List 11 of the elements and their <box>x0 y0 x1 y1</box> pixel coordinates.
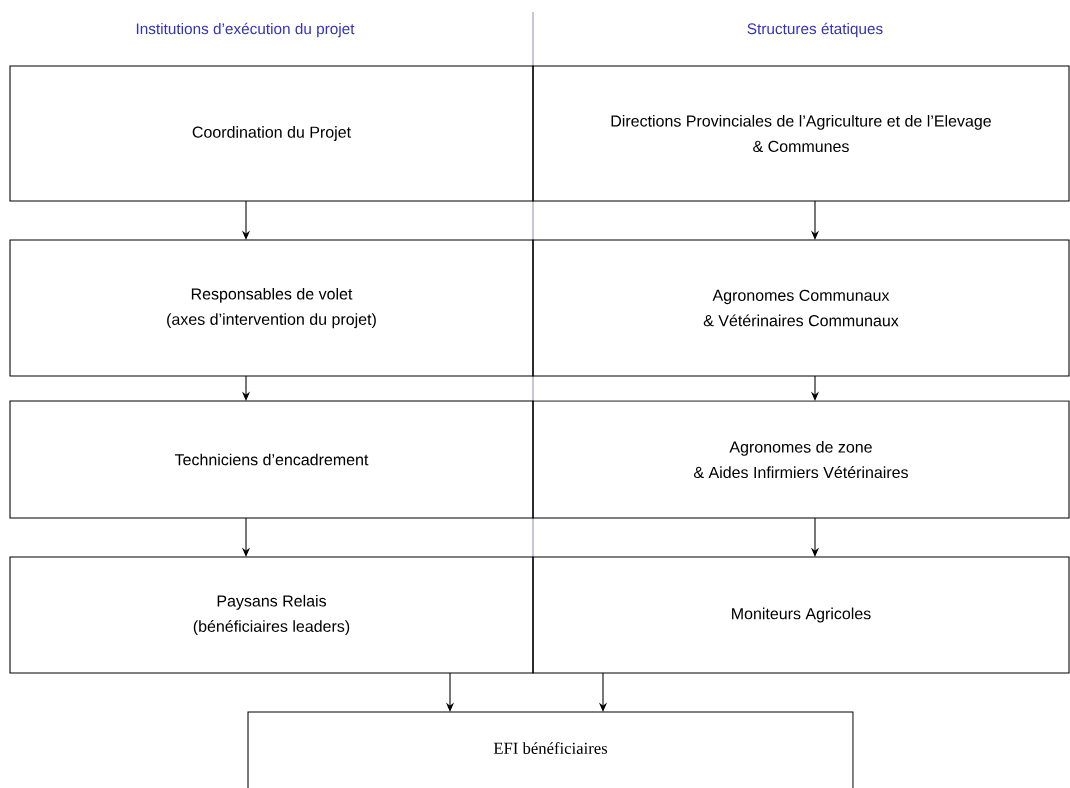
process-box: EFI bénéficiaires <box>247 711 854 788</box>
process-box: Moniteurs Agricoles <box>532 556 1070 674</box>
process-box: Coordination du Projet <box>9 65 534 202</box>
column-heading: Structures étatiques <box>747 22 883 38</box>
process-box: Techniciens d’encadrement <box>9 400 534 519</box>
process-box: Agronomes Communaux & Vétérinaires Communaux <box>532 239 1070 377</box>
process-box: Responsables de volet (axes d’intervention du projet) <box>9 239 534 377</box>
column-heading: Institutions d’exécution du projet <box>136 22 355 38</box>
process-box: Directions Provinciales de l’Agriculture et de l’Elevage & Communes <box>532 65 1070 202</box>
process-box: Agronomes de zone & Aides Infirmiers Vétérinaires <box>532 400 1070 519</box>
process-box: Paysans Relais (bénéficiaires leaders) <box>9 556 534 674</box>
